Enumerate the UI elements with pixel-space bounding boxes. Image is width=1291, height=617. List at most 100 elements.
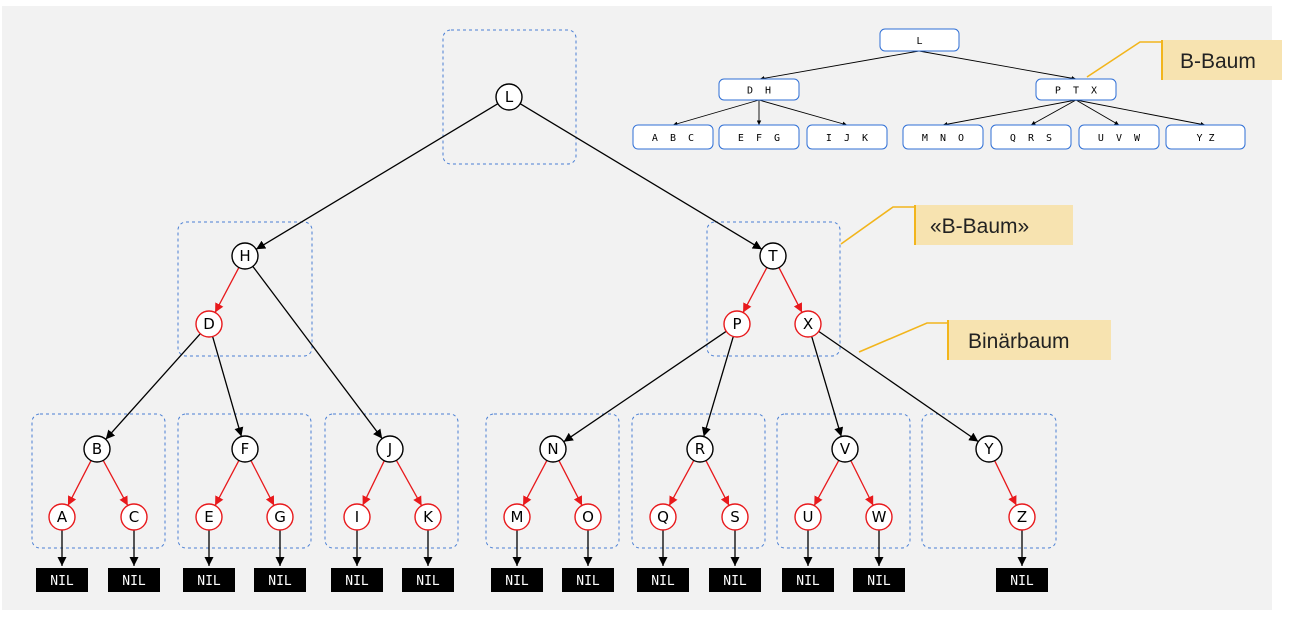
nil-label: NIL	[416, 574, 440, 589]
nil-box	[108, 568, 160, 592]
node-circle	[266, 503, 294, 531]
nil-leaf: NIL	[996, 568, 1048, 592]
nil-leaf: NIL	[36, 568, 88, 592]
nil-box	[402, 568, 454, 592]
node-circle	[414, 503, 442, 531]
tree-node-p: P	[723, 310, 751, 338]
nil-box	[782, 568, 834, 592]
tree-node-h: H	[231, 242, 259, 270]
btree-edge	[942, 99, 1077, 127]
node-circle	[794, 503, 822, 531]
node-circle	[343, 503, 371, 531]
tree-node-g: G	[266, 503, 294, 531]
node-label: O	[582, 508, 594, 526]
nil-box	[331, 568, 383, 592]
callout-leader	[858, 322, 948, 353]
tree-node-n: N	[539, 435, 567, 463]
node-label: S	[730, 508, 740, 526]
callout-box	[948, 320, 1111, 360]
node-circle	[649, 503, 677, 531]
nil-label: NIL	[1010, 574, 1034, 589]
rb-edges	[67, 103, 1017, 506]
node-label: I	[355, 508, 359, 526]
btree-edge	[1030, 99, 1077, 126]
node-label: J	[387, 440, 392, 458]
nil-leaf: NIL	[853, 568, 905, 592]
nil-edges	[57, 530, 1027, 566]
tree-edge-n-o	[558, 460, 583, 506]
node-circle	[195, 310, 223, 338]
nil-label: NIL	[796, 574, 820, 589]
group-boxes	[31, 29, 1057, 549]
node-label: T	[767, 247, 778, 265]
node-label: N	[547, 440, 558, 458]
callout-box	[1162, 40, 1282, 80]
node-circle	[231, 242, 259, 270]
node-label: Q	[657, 508, 669, 526]
tree-edge-y-z	[994, 460, 1017, 506]
node-label: B	[92, 440, 102, 458]
nil-box	[637, 568, 689, 592]
node-label: F	[241, 440, 250, 458]
btree-node-box	[902, 124, 984, 150]
btree-node-box	[632, 124, 714, 150]
btree-node-box	[1078, 124, 1160, 150]
node-circle	[865, 503, 893, 531]
btree-node-keys: D H	[747, 86, 771, 97]
tree-edge-j-i	[362, 460, 385, 506]
btree-node-keys: A B C	[652, 133, 694, 144]
group-box	[921, 413, 1057, 549]
node-circle	[574, 503, 602, 531]
tree-node-b: B	[83, 435, 111, 463]
node-label: V	[840, 440, 851, 458]
nil-leaf: NIL	[637, 568, 689, 592]
node-label: A	[57, 508, 68, 526]
node-circle	[539, 435, 567, 463]
tree-node-d: D	[195, 310, 223, 338]
btree-node-box	[718, 124, 800, 150]
tree-node-k: K	[414, 503, 442, 531]
btree-node-keys: P T X	[1055, 86, 1097, 97]
nil-leaf: NIL	[491, 568, 543, 592]
btree-node-box	[1035, 78, 1117, 101]
callout-label: B-Baum	[1180, 50, 1256, 73]
nil-box	[709, 568, 761, 592]
tree-node-s: S	[721, 503, 749, 531]
nil-leaf: NIL	[331, 568, 383, 592]
tree-node-f: F	[231, 435, 259, 463]
tree-edge-r-q	[668, 460, 695, 506]
node-circle	[831, 435, 859, 463]
btree-edge	[1075, 99, 1120, 126]
tree-node-y: Y	[975, 435, 1003, 463]
btree-node-keys: L	[916, 36, 922, 47]
tree-edge-b-a	[67, 460, 92, 506]
tree-node-o: O	[574, 503, 602, 531]
group-box	[631, 413, 766, 549]
nil-leaf: NIL	[402, 568, 454, 592]
node-circle	[231, 435, 259, 463]
callouts: B-Baum«B-Baum»Binärbaum	[840, 40, 1282, 360]
tree-node-u: U	[794, 503, 822, 531]
tree-edge-p-r	[701, 336, 734, 437]
node-circle	[376, 435, 404, 463]
node-circle	[975, 435, 1003, 463]
node-label: H	[239, 247, 250, 265]
nil-label: NIL	[345, 574, 369, 589]
nil-leaf: NIL	[183, 568, 235, 592]
group-box	[706, 221, 841, 357]
node-label: R	[695, 440, 705, 458]
nil-leaf: NIL	[782, 568, 834, 592]
nil-label: NIL	[50, 574, 74, 589]
tree-edge-r-s	[705, 460, 730, 506]
tree-node-z: Z	[1008, 503, 1036, 531]
btree-node: I J K	[806, 124, 888, 150]
btree-node-box	[990, 124, 1072, 150]
callout-binaerbaum: Binärbaum	[858, 320, 1111, 360]
btree-node: Q R S	[990, 124, 1072, 150]
node-label: Y	[983, 440, 994, 458]
node-label: K	[423, 508, 434, 526]
nil-leaf: NIL	[254, 568, 306, 592]
tree-edge-l-h	[255, 103, 499, 250]
node-circle	[83, 435, 111, 463]
